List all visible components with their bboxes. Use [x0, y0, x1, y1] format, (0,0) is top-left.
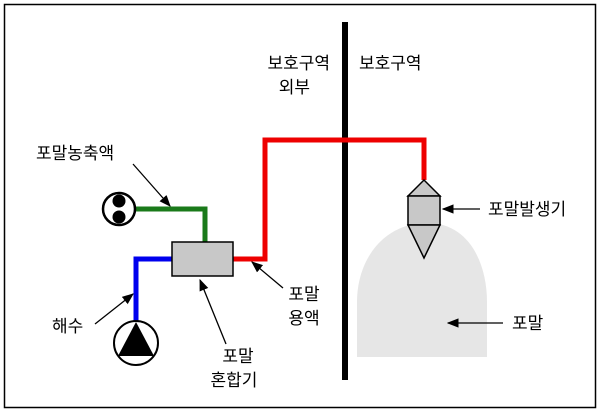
foam-mixer: [171, 241, 234, 277]
foam-solution-pipe: [233, 137, 427, 262]
mixer-arrow: [199, 278, 227, 345]
mixer-label-line2: 혼합기: [211, 371, 258, 391]
seawater-arrow: [94, 293, 134, 325]
foam-label: 포말: [512, 314, 544, 334]
generator-label: 포말발생기: [488, 200, 566, 220]
mixer-label-line1: 포말: [222, 347, 254, 367]
seawater-pipe: [133, 256, 172, 321]
solution-label-line2: 용액: [288, 309, 319, 329]
pump-icon: [113, 320, 159, 366]
concentrate-pipe: [136, 206, 208, 242]
foam-generator: [406, 178, 442, 260]
concentrate-arrow: [132, 163, 171, 207]
solution-arrow: [251, 261, 284, 289]
concentrate-label: 포말농축액: [36, 144, 114, 164]
solution-label-line1: 포말: [288, 285, 320, 305]
zone-inside-label: 보호구역: [359, 54, 422, 74]
tank-icon: [101, 191, 137, 227]
zone-outside-label-line1: 보호구역: [267, 54, 330, 74]
seawater-label: 해수: [52, 317, 83, 337]
zone-outside-label-line2: 외부: [279, 78, 310, 98]
